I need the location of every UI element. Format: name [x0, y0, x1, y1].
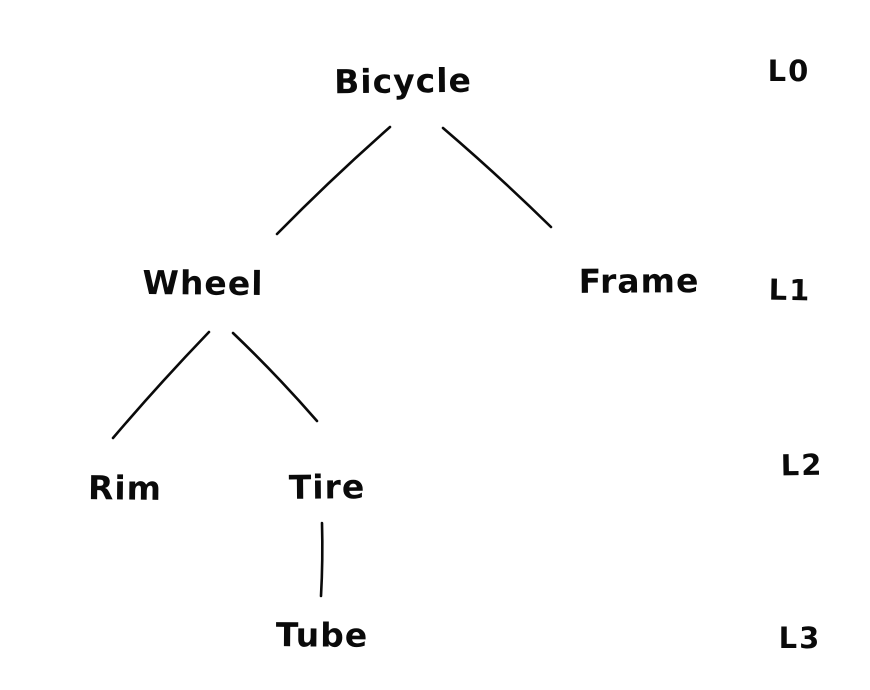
edge-wheel-rim [111, 330, 211, 440]
level-label-l1: L1 [768, 272, 812, 308]
node-bicycle: Bicycle [333, 60, 473, 102]
level-label-l3: L3 [778, 621, 822, 655]
edge-bicycle-wheel [275, 125, 392, 236]
edge-wheel-tire [231, 331, 319, 423]
level-label-l0: L0 [767, 54, 811, 88]
node-tire: Tire [288, 467, 366, 507]
edge-tire-tube [319, 521, 324, 598]
edge-bicycle-frame [441, 126, 553, 229]
level-label-l2: L2 [780, 447, 824, 483]
node-tube: Tube [275, 615, 369, 655]
node-rim: Rim [87, 468, 163, 508]
node-wheel: Wheel [142, 262, 264, 304]
node-frame: Frame [578, 261, 700, 301]
